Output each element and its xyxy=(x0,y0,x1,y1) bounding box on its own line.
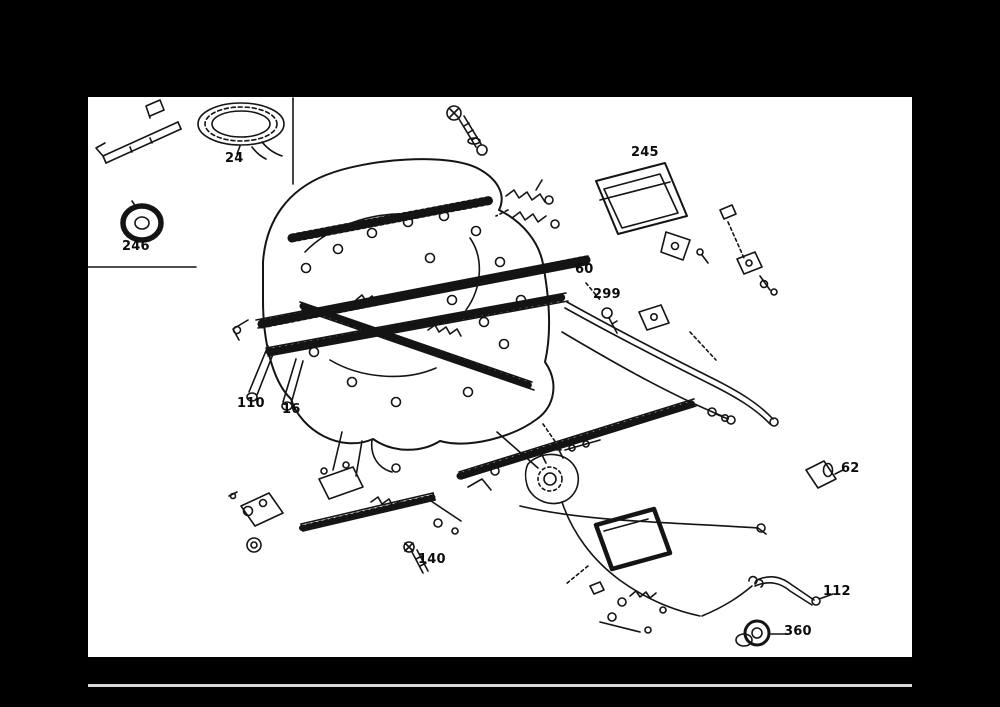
line-art xyxy=(87,97,844,647)
main-frame-drawing xyxy=(232,158,591,477)
grommet-360-drawing xyxy=(735,619,787,647)
inset-divider-lines xyxy=(87,97,294,268)
part-label-246: 246 xyxy=(122,239,150,254)
part-label-112: 112 xyxy=(823,584,851,599)
retainer-ring-drawing xyxy=(197,102,285,160)
right-hardware-drawing xyxy=(719,204,778,296)
part-label-299: 299 xyxy=(593,287,621,302)
rod-112-drawing xyxy=(701,575,834,617)
screw-top-drawing xyxy=(446,105,488,156)
part-label-245: 245 xyxy=(631,145,659,160)
part-label-62: 62 xyxy=(841,461,860,476)
panel-245-drawing xyxy=(595,162,709,264)
part-label-360: 360 xyxy=(784,624,812,639)
lower-rails-drawing xyxy=(456,398,844,535)
clamp-bracket-drawing xyxy=(95,99,182,164)
springs-cluster-drawing xyxy=(495,179,560,229)
part-label-110: 110 xyxy=(237,396,265,411)
bottom-left-cluster-drawing xyxy=(228,461,500,574)
part-label-24: 24 xyxy=(225,151,244,166)
bottom-center-cluster-drawing xyxy=(524,423,701,634)
footer-rule xyxy=(88,684,912,687)
part-label-140: 140 xyxy=(418,552,446,567)
grommet-246-drawing xyxy=(120,200,164,243)
part-label-16: 16 xyxy=(282,402,301,417)
part-label-60: 60 xyxy=(575,262,594,277)
